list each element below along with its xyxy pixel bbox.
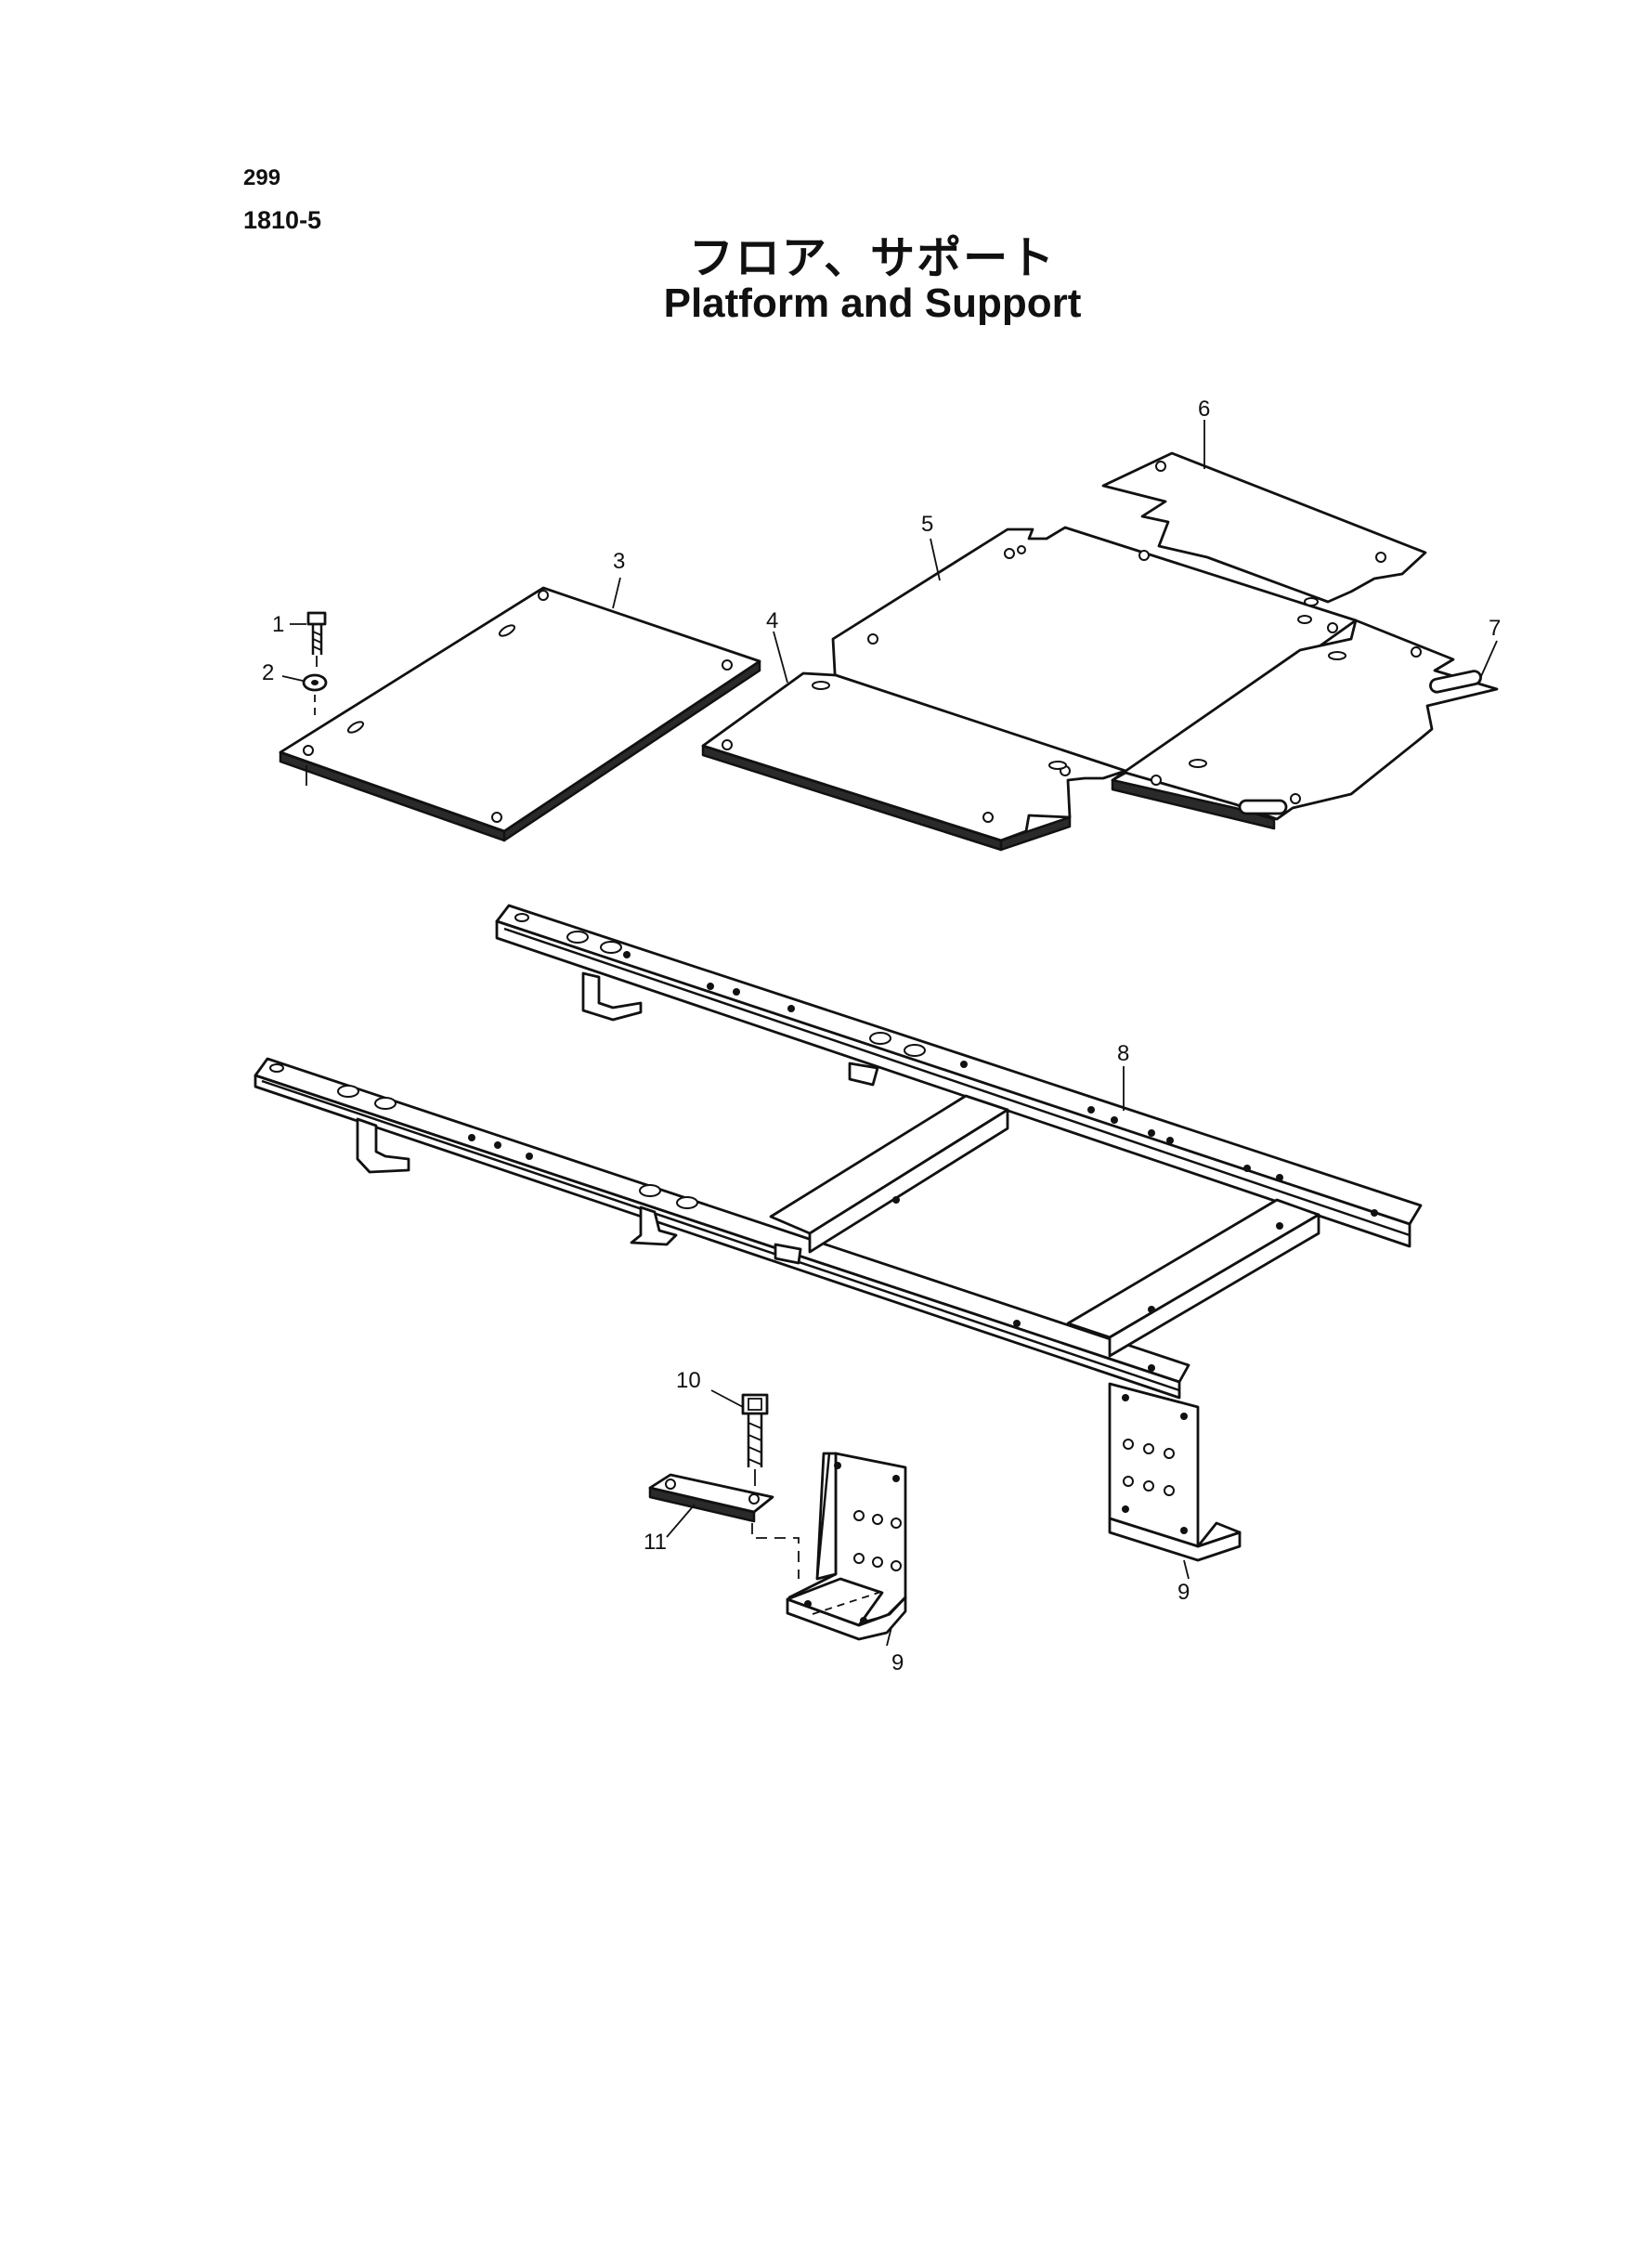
part-8-support-frame (254, 904, 1423, 1400)
part-9-bracket-right (1108, 1382, 1242, 1562)
part-2-washer (302, 673, 328, 715)
callout-9-right: 9 (1177, 1580, 1190, 1605)
callout-6: 6 (1198, 397, 1210, 422)
callout-8: 8 (1117, 1041, 1129, 1066)
figure-code: 1810-5 (243, 206, 322, 234)
part-7-floor-plate (1111, 619, 1499, 830)
callout-3: 3 (613, 549, 625, 574)
part-9-bracket-left (786, 1452, 907, 1641)
callout-11: 11 (644, 1530, 667, 1555)
callout-9-left: 9 (891, 1650, 904, 1675)
callout-5: 5 (921, 512, 933, 537)
callout-10: 10 (676, 1368, 701, 1393)
leader-lines (281, 420, 1498, 1647)
part-6-floor-plate (1101, 451, 1427, 606)
part-4-floor-plate (701, 671, 1127, 852)
part-1-bolt (306, 611, 327, 667)
part-10-bolt (741, 1393, 769, 1486)
callout-4: 4 (766, 608, 778, 633)
callout-7: 7 (1489, 616, 1501, 641)
callout-1: 1 (272, 612, 284, 637)
page-number: 299 (243, 165, 281, 190)
title-japanese: フロア、サポート (688, 232, 1057, 284)
title-english: Platform and Support (663, 280, 1082, 326)
callout-labels: 1 2 3 4 5 6 7 8 9 9 10 11 (262, 397, 1501, 1675)
part-11-plate (648, 1473, 800, 1579)
callout-2: 2 (262, 660, 274, 685)
part-3-floor-plate (279, 586, 761, 842)
